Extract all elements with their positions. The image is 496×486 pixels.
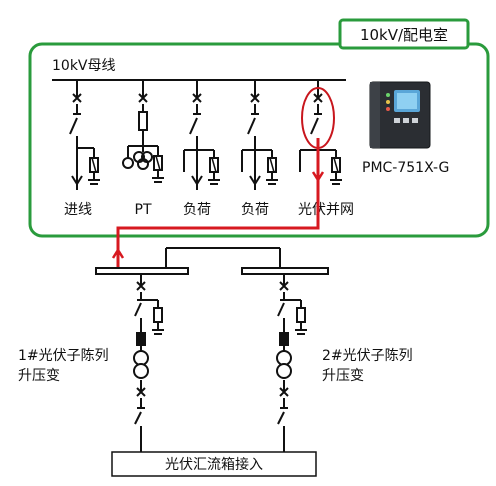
fuse-black-2: [279, 332, 289, 346]
transformer-branch-2: [277, 274, 307, 452]
room-title-box: [338, 18, 470, 50]
transformer-branch-1: [134, 274, 164, 452]
combiner-box: [111, 451, 317, 477]
room-title: 10kV/配电室: [360, 26, 448, 44]
pv-path-arrow-bottom: [111, 247, 125, 259]
feeder-load-2: [241, 80, 278, 190]
transformer-1-label-line1: 1#光伏子陈列: [18, 347, 109, 364]
feeder-label-pv-grid: 光伏并网: [298, 202, 354, 218]
feeder-load-1: [183, 80, 220, 190]
transformer-1-primary: [133, 350, 149, 366]
transformer-2-secondary: [276, 363, 292, 379]
feeder-pt: [122, 80, 164, 183]
feeder-label-load-1: 负荷: [183, 202, 211, 218]
feeder-label-incoming: 进线: [64, 202, 92, 218]
pv-path-arrow-top: [311, 171, 325, 183]
transformer-2-label-line2: 升压变: [322, 368, 364, 384]
feeder-incoming: [69, 80, 100, 190]
device-model-label: PMC-751X-G: [362, 160, 449, 176]
feeder-label-pt: PT: [135, 202, 152, 218]
pmc-device-icon: [369, 81, 431, 149]
combiner-label: 光伏汇流箱接入: [165, 456, 263, 473]
feeder-label-load-2: 负荷: [241, 202, 269, 218]
fuse-black-1: [136, 332, 146, 346]
bus-section-left: [95, 267, 189, 275]
transformer-2-primary: [276, 350, 292, 366]
transformer-2-label-line1: 2#光伏子陈列: [322, 347, 413, 364]
bus-section-right: [241, 267, 329, 275]
transformer-1-label-line2: 升压变: [18, 368, 60, 384]
distribution-room-border: [28, 42, 490, 238]
busbar-label: 10kV母线: [52, 58, 116, 74]
transformer-1-secondary: [133, 363, 149, 379]
